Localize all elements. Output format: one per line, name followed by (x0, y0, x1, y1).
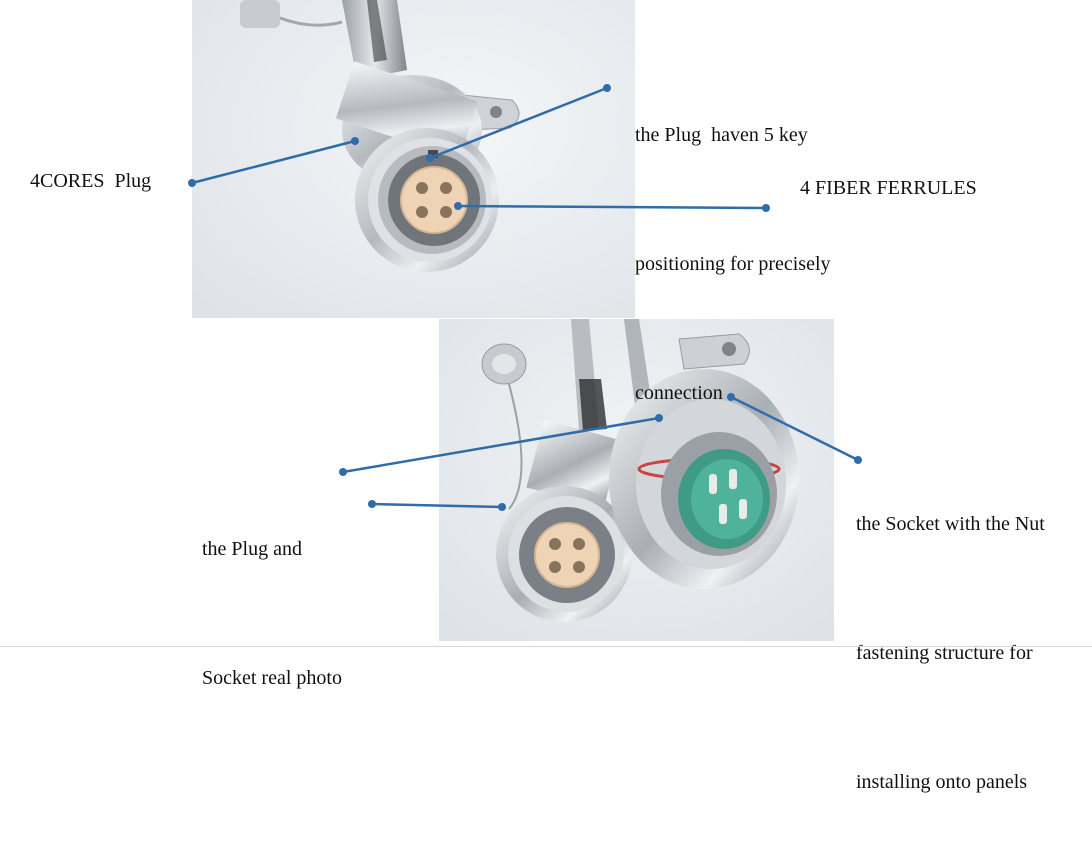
plug-photo-drawing (192, 0, 635, 318)
label-plug-key-line3: connection (635, 382, 723, 404)
label-socket-nut: the Socket with the Nut fastening struct… (856, 417, 1045, 847)
label-plug-key-line2: positioning for precisely (635, 253, 831, 275)
plug-socket-photo-drawing (439, 319, 834, 641)
plug-photo (192, 0, 635, 318)
bottom-divider (0, 646, 1092, 647)
label-plug-key-line1: the Plug haven 5 key (635, 124, 808, 146)
label-socket-line3: installing onto panels (856, 771, 1028, 793)
label-real-photo: the Plug and Socket real photo (202, 442, 342, 743)
label-socket-line1: the Socket with the Nut (856, 513, 1045, 535)
label-4cores-plug: 4CORES Plug (30, 170, 152, 192)
label-socket-line2: fastening structure for (856, 642, 1033, 664)
label-fiber-ferrules: 4 FIBER FERRULES (800, 177, 977, 199)
label-real-photo-line2: Socket real photo (202, 667, 342, 689)
label-plug-key-positioning: the Plug haven 5 key positioning for pre… (635, 28, 831, 458)
label-real-photo-line1: the Plug and (202, 538, 302, 560)
plug-socket-photo (439, 319, 834, 641)
